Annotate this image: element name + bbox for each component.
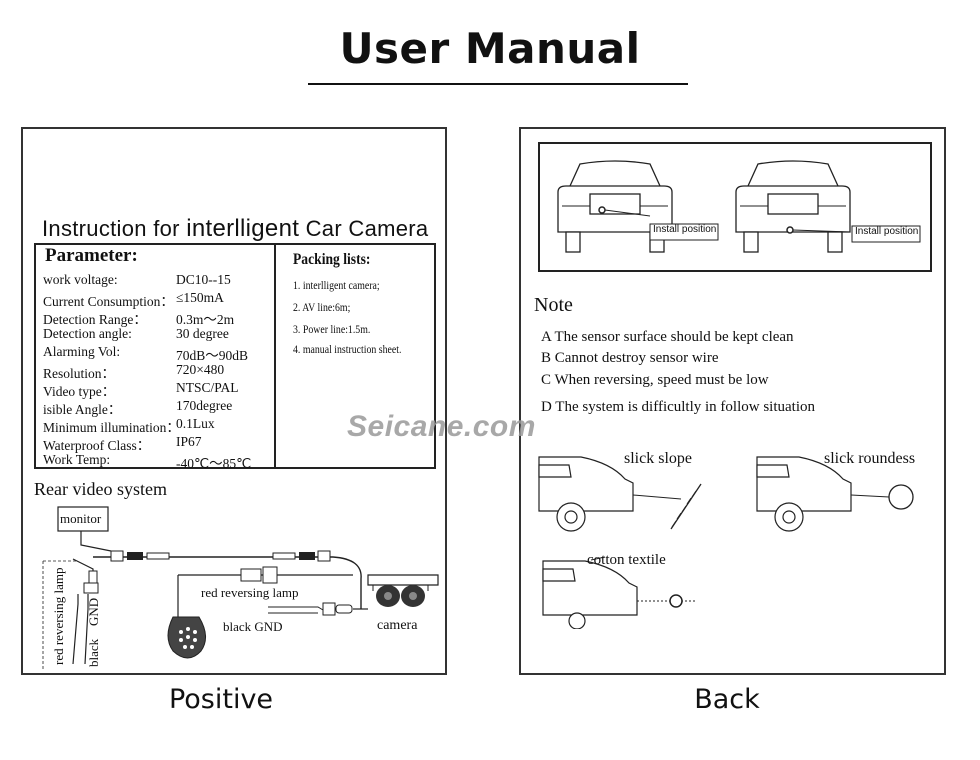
left-manual-panel: Instruction for interlligent Car Camera … bbox=[21, 127, 447, 675]
install-position-label-left: Install position bbox=[653, 224, 717, 235]
parameter-value: 720×480 bbox=[176, 362, 225, 377]
parameter-label: Current Consumption： bbox=[43, 294, 174, 309]
parameter-label: Detection Range： bbox=[43, 312, 147, 327]
situation-cotton-textile-label: cotton textile bbox=[587, 552, 666, 568]
monitor-label: monitor bbox=[60, 511, 102, 526]
parameter-value: 70dB～90dB bbox=[176, 348, 249, 363]
parameter-divider bbox=[274, 245, 276, 467]
instruction-title: Instruction for interlligent Car Camera bbox=[42, 215, 428, 243]
parameter-value: DC10--15 bbox=[176, 272, 231, 287]
watermark: Seicane.com bbox=[347, 410, 536, 443]
parameter-label: work voltage: bbox=[43, 272, 118, 287]
instruction-title-a: Instruction for bbox=[42, 216, 187, 241]
packing-item: 1. interlligent camera; bbox=[293, 278, 380, 292]
instruction-title-c: Car Camera bbox=[299, 216, 429, 241]
right-caption: Back bbox=[694, 684, 760, 715]
parameter-value: 0.1Lux bbox=[176, 416, 215, 431]
situation-slick-roundess-label: slick roundess bbox=[824, 450, 916, 467]
parameter-label: Waterproof Class： bbox=[43, 438, 151, 453]
note-item: C When reversing, speed must be low bbox=[541, 372, 769, 388]
wire-label-black-vertical: black bbox=[86, 638, 101, 667]
parameter-label: Work Temp: bbox=[43, 452, 111, 467]
install-cars-diagram bbox=[557, 160, 921, 253]
monitor-box bbox=[57, 506, 109, 532]
packing-item: 2. AV line:6m; bbox=[293, 300, 351, 314]
parameter-label: Detection angle: bbox=[43, 326, 132, 341]
parameter-value: 0.3m～2m bbox=[176, 312, 235, 327]
wire-label-black-gnd: black GND bbox=[223, 619, 283, 634]
note-heading: Note bbox=[534, 294, 573, 316]
parameter-heading: Parameter: bbox=[45, 245, 138, 266]
parameter-value: -40℃～85℃ bbox=[176, 456, 252, 471]
rear-video-heading: Rear video system bbox=[34, 479, 167, 499]
install-position-label-right: Install position bbox=[855, 226, 919, 237]
parameter-label: Alarming Vol: bbox=[43, 344, 121, 359]
situation-slick-slope-label: slick slope bbox=[624, 450, 692, 467]
parameter-value: 30 degree bbox=[176, 326, 229, 341]
packing-heading: Packing lists: bbox=[293, 251, 371, 268]
note-item: B Cannot destroy sensor wire bbox=[541, 350, 719, 366]
parameter-value: ≤150mA bbox=[176, 290, 224, 305]
note-item: A The sensor surface should be kept clea… bbox=[541, 329, 794, 345]
camera-label: camera bbox=[377, 618, 418, 633]
right-manual-panel: Install position Install position Note A… bbox=[519, 127, 946, 675]
parameter-value: NTSC/PAL bbox=[176, 380, 239, 395]
wire-label-red-reversing-lamp-vertical: red reversing lamp bbox=[51, 567, 66, 665]
wire-label-gnd-vertical: GND bbox=[86, 597, 101, 626]
packing-item: 4. manual instruction sheet. bbox=[293, 342, 402, 356]
parameter-label: Video type： bbox=[43, 384, 116, 399]
packing-item: 3. Power line:1.5m. bbox=[293, 322, 371, 336]
wire-label-red-reversing-lamp: red reversing lamp bbox=[201, 585, 299, 600]
instruction-title-b: interlligent bbox=[186, 215, 300, 242]
install-diagram-box: Install position Install position bbox=[538, 142, 932, 272]
parameter-value: 170degree bbox=[176, 398, 233, 413]
note-item: D The system is difficultly in follow si… bbox=[541, 399, 816, 415]
page-title: User Manual bbox=[339, 24, 641, 73]
title-underline bbox=[308, 83, 688, 85]
parameter-label: Resolution： bbox=[43, 366, 116, 381]
left-caption: Positive bbox=[168, 684, 274, 715]
parameter-label: isible Angle： bbox=[43, 402, 122, 417]
situations-diagram bbox=[538, 456, 914, 629]
parameter-value: IP67 bbox=[176, 434, 202, 449]
wiring-diagram bbox=[42, 506, 439, 671]
parameter-label: Minimum illumination： bbox=[43, 420, 180, 435]
